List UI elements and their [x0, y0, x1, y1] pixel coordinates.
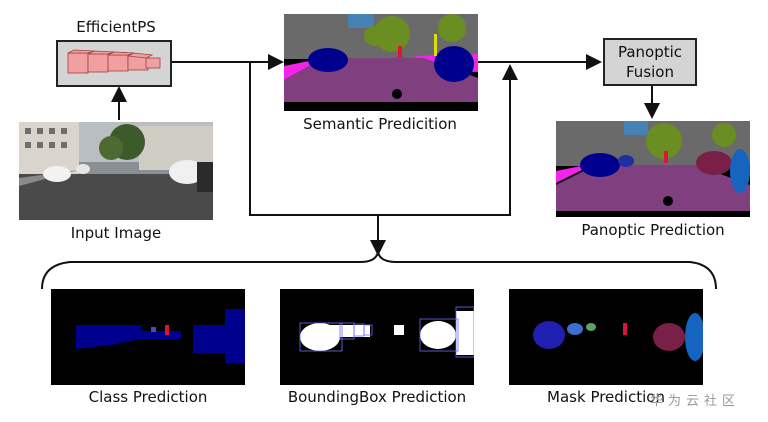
mask-map: [533, 313, 703, 361]
network-blocks-icon: [67, 49, 161, 74]
class-map: [76, 309, 245, 363]
fusion-label-line2: Fusion: [626, 63, 674, 81]
connector-branch-loop: [249, 62, 518, 216]
input-image: [19, 122, 213, 220]
class-prediction-image: [51, 289, 245, 385]
brace: [41, 251, 717, 290]
panoptic-prediction-image: [556, 121, 750, 217]
network-name-label: EfficientPS: [76, 18, 156, 36]
fusion-label-line1: Panoptic: [617, 43, 683, 61]
class-prediction-label: Class Prediction: [88, 388, 208, 406]
semantic-map: [284, 14, 478, 111]
input-image-label: Input Image: [70, 224, 162, 242]
mask-prediction-label: Mask Prediction: [547, 388, 665, 406]
bbox-prediction-label: BoundingBox Prediction: [287, 388, 467, 406]
semantic-prediction-label: Semantic Predicition: [303, 115, 457, 133]
bounding-box-prediction-image: [280, 289, 474, 385]
panoptic-map: [556, 121, 750, 217]
mask-prediction-image: [509, 289, 703, 385]
panoptic-fusion-box: Panoptic Fusion: [603, 38, 697, 86]
semantic-prediction-image: [284, 14, 478, 111]
bbox-map: [299, 306, 474, 358]
watermark: 华为云社区: [650, 394, 741, 409]
network-box: [56, 40, 172, 87]
panoptic-prediction-label: Panoptic Prediction: [581, 221, 725, 239]
street-photo: [19, 122, 213, 220]
